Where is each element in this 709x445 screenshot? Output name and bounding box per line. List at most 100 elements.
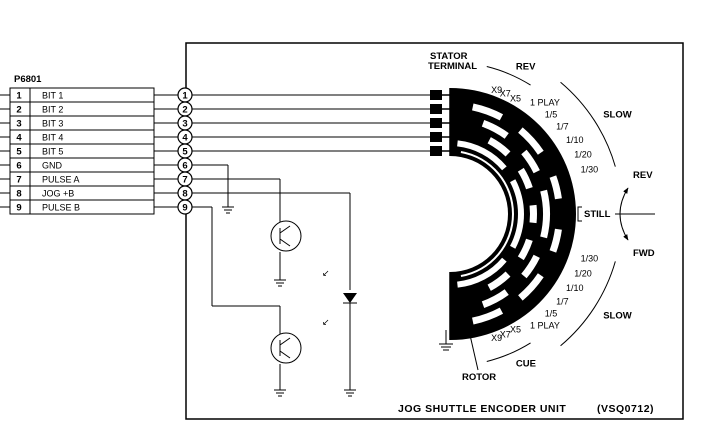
disc-slot (521, 149, 540, 174)
connector-name: P6801 (14, 74, 42, 85)
direction-fwd: FWD (633, 248, 655, 259)
scale-label-top: X7 (500, 88, 511, 98)
scale-label-bottom: 1/20 (574, 269, 592, 279)
disc-slot (472, 307, 504, 325)
pin-number: 2 (16, 105, 21, 116)
disc-slot (517, 238, 533, 261)
disc-slot (457, 257, 507, 288)
pin-number: 6 (16, 161, 21, 172)
slow-top-bracket (560, 81, 616, 167)
pin-circle-number: 6 (182, 161, 187, 172)
disc-slot (487, 271, 511, 291)
stator-terminal (430, 146, 442, 156)
pin-label: PULSE B (42, 203, 80, 213)
pin-number: 4 (16, 133, 22, 144)
scale-label-top: 1/5 (545, 110, 558, 120)
scale-label-bottom: 1 PLAY (530, 320, 560, 330)
pin-circle-number: 5 (182, 147, 188, 158)
pin-label: BIT 4 (42, 133, 63, 143)
group-rev: REV (516, 62, 536, 73)
unit-title: JOG SHUTTLE ENCODER UNIT (398, 403, 566, 415)
transistor-emitter (279, 238, 291, 247)
pin-number: 5 (16, 147, 22, 158)
scale-label-bottom: X7 (500, 330, 511, 340)
pin-number: 7 (16, 175, 21, 186)
pin-label: PULSE A (42, 175, 80, 185)
led-triangle (343, 293, 357, 303)
rotor-pointer (469, 334, 479, 371)
rev-bracket (486, 66, 531, 86)
stator-terminal (430, 118, 442, 128)
scale-label-bottom: 1/30 (581, 253, 599, 263)
pin-label: BIT 1 (42, 91, 63, 101)
pin-circle-number: 7 (182, 175, 187, 186)
scale-label-bottom: 1/5 (545, 308, 558, 318)
stator-label: STATOR (430, 51, 468, 62)
scale-label-bottom: 1/7 (556, 296, 569, 306)
pin-number: 9 (16, 203, 21, 214)
pin-number: 8 (16, 189, 21, 200)
disc-slot (518, 273, 544, 301)
encoder-disc (439, 88, 576, 351)
rotor-label: ROTOR (462, 372, 496, 383)
photo-circuit: ↙↙ (192, 164, 357, 397)
stator-terminal (430, 90, 442, 100)
part-number: (VSQ0712) (597, 403, 654, 415)
scale-label-bottom: X5 (510, 324, 521, 334)
pin-number: 3 (16, 119, 21, 130)
stator-terminal (430, 104, 442, 114)
disc-slot (521, 254, 540, 279)
disc-slot (481, 120, 509, 139)
group-slow-bottom: SLOW (603, 311, 632, 322)
pin-label: BIT 2 (42, 105, 63, 115)
light-arrow-1: ↙ (322, 268, 330, 278)
pin-wires: 1 2 3 4 5 6 7 8 9 (0, 87, 430, 215)
disc-slot (549, 228, 562, 253)
cue-bracket (486, 342, 531, 362)
pin-label: GND (42, 161, 63, 171)
encoder-unit-frame (185, 42, 684, 420)
pin-circle-number: 1 (182, 91, 188, 102)
pin-label: BIT 3 (42, 119, 63, 129)
disc-slot (481, 289, 509, 308)
stator-terminal-label: TERMINAL (428, 61, 477, 72)
pin-circle-number: 2 (182, 105, 187, 116)
disc-slot (517, 167, 533, 190)
scale-label-bottom: X9 (491, 333, 502, 343)
disc-slot (457, 140, 507, 171)
disc-slot (549, 175, 562, 200)
disc-slot (540, 189, 551, 239)
scale-label-bottom: 1/10 (566, 283, 584, 293)
scale-label-top: X9 (491, 85, 502, 95)
scale-label-top: 1/10 (566, 135, 584, 145)
disc-slot (529, 204, 537, 224)
disc-slot (472, 103, 504, 121)
group-cue: CUE (516, 358, 536, 369)
scale-label-still: STILL (584, 209, 611, 220)
scale-label-top: X5 (510, 94, 521, 104)
slow-bottom-bracket (560, 261, 616, 347)
scale-label-top: 1/20 (574, 149, 592, 159)
direction-indicator: REV FWD (615, 170, 655, 259)
disc-slot (487, 137, 511, 157)
pin-circle-number: 8 (182, 189, 187, 200)
disc-slot (518, 127, 544, 155)
scale-label-top: 1/7 (556, 122, 569, 132)
scale-label-top: 1 PLAY (530, 98, 560, 108)
still-bracket (577, 206, 582, 222)
group-slow-top: SLOW (603, 109, 632, 120)
pin-circle-number: 3 (182, 119, 187, 130)
scale-label-top: 1/30 (581, 165, 599, 175)
transistor-emitter (279, 350, 291, 359)
transistor-collector (279, 225, 291, 234)
stator-terminal (430, 132, 442, 142)
pin-circle-number: 4 (182, 133, 188, 144)
light-arrow-2: ↙ (322, 317, 330, 327)
pin-number: 1 (16, 91, 22, 102)
phototransistor (270, 220, 302, 252)
pin-label: BIT 5 (42, 147, 63, 157)
pin-label: JOG +B (42, 189, 74, 199)
